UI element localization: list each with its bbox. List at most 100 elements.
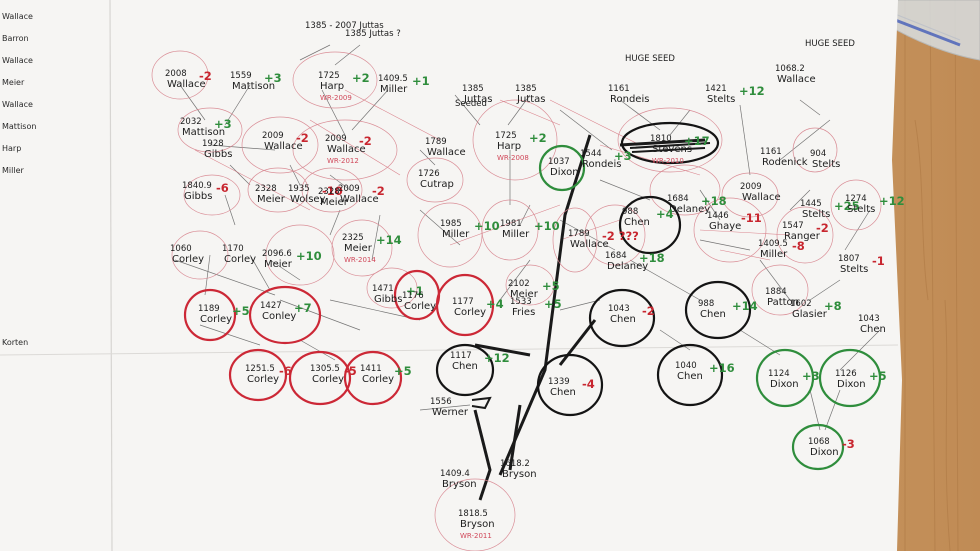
rating-change: +4 <box>656 207 674 221</box>
rating-change: -2 <box>642 304 655 318</box>
player-rating: 1544 <box>580 149 602 159</box>
margin-name: Harp <box>2 144 22 153</box>
player-name: Chen <box>700 309 726 320</box>
rating-change: -5 <box>344 364 357 378</box>
player-name: Meier <box>510 289 538 300</box>
player-name: Dixon <box>550 167 579 178</box>
player-rating: 1935 <box>288 184 310 194</box>
player-name: Stelts <box>847 204 876 215</box>
player-rating: 1445 <box>800 199 822 209</box>
green-circles <box>538 144 882 471</box>
bold-black-lines <box>473 134 706 501</box>
player-name: Stelts <box>812 159 841 170</box>
player-name: Glasier <box>792 309 827 320</box>
rating-change: +10 <box>474 219 500 233</box>
rating-change: +25 <box>834 199 860 213</box>
player-name: Chen <box>860 324 886 335</box>
rating-change: +10 <box>296 249 322 263</box>
margin-name: Wallace <box>2 56 33 65</box>
rating-change: +5 <box>869 369 887 383</box>
rating-change: +1 <box>406 284 424 298</box>
player-rating: 1305.5 <box>310 364 340 374</box>
rating-change: +1 <box>412 74 430 88</box>
rating-change: -8 <box>792 239 805 253</box>
player-name: Miller <box>760 249 788 260</box>
player-name: Miller <box>442 229 470 240</box>
player-name: Stelts <box>707 94 736 105</box>
player-rating: 1040 <box>675 361 697 371</box>
player-rating: 2102 <box>508 279 530 289</box>
player-name: Conley <box>262 311 297 322</box>
player-rating: 1117 <box>450 351 472 361</box>
player-name: Cutrap <box>420 179 454 190</box>
top-note: 1385 - 2007 Juttas <box>305 21 384 31</box>
rating-change: +17 <box>684 134 710 148</box>
player-name: Miller <box>380 84 408 95</box>
rating-change: -2 <box>199 69 212 83</box>
player-rating: 1068.2 <box>775 64 805 74</box>
player-name: Rondeis <box>610 94 650 105</box>
player-rating: 1556 <box>430 397 452 407</box>
player-rating: 2009 <box>338 184 360 194</box>
rating-change: +5 <box>232 304 250 318</box>
rating-change: +7 <box>294 301 312 315</box>
player-rating: 1126 <box>835 369 857 379</box>
rating-change: +10 <box>534 219 560 233</box>
player-name: Wallace <box>777 74 816 85</box>
player-rating: 1684 <box>605 251 627 261</box>
player-name: Delaney <box>669 204 711 215</box>
rating-change: -11 <box>741 211 762 225</box>
player-name: Patton <box>767 297 800 308</box>
rating-change: -2 <box>296 131 309 145</box>
player-rating: 2009 <box>325 134 347 144</box>
margin-name: Barron <box>2 34 29 43</box>
player-rating: 1725 <box>495 131 517 141</box>
player-rating: 1037 <box>548 157 570 167</box>
player-rating: 1810 <box>650 134 672 144</box>
player-rating: 1385 <box>462 84 484 94</box>
margin-name: Korten <box>2 338 29 347</box>
rating-change: +12 <box>739 84 765 98</box>
record-note: WR-2009 <box>320 94 352 102</box>
rating-change: -10 <box>322 184 343 198</box>
player-rating: 1818.5 <box>458 509 488 519</box>
player-rating: 1789 <box>425 137 447 147</box>
player-name: Rodenick <box>762 157 808 168</box>
rating-change: -2 ??? <box>602 229 639 243</box>
rating-change: +12 <box>484 351 510 365</box>
margin-name: Meier <box>2 78 25 87</box>
player-name: Wallace <box>264 141 303 152</box>
player-rating: 1189 <box>198 304 220 314</box>
player-name: Dixon <box>770 379 799 390</box>
top-note: HUGE SEED <box>805 39 855 49</box>
player-rating: 1339 <box>548 377 570 387</box>
player-rating: 904 <box>810 149 827 159</box>
bracket-lines <box>174 44 881 431</box>
top-note: 1385 Juttas ? <box>345 29 401 39</box>
player-rating: 2096.6 <box>262 249 292 259</box>
black-circles <box>435 121 752 417</box>
rating-change: +5 <box>544 297 562 311</box>
player-name: Bryson <box>460 519 495 530</box>
player-rating: 2032 <box>180 117 202 127</box>
player-name: Mattison <box>232 81 276 92</box>
rating-change: -6 <box>279 364 292 378</box>
rating-change: +8 <box>824 299 842 313</box>
player-rating: 1409.5 <box>378 74 408 84</box>
player-name: Chen <box>610 314 636 325</box>
player-name: Wallace <box>427 147 466 158</box>
player-rating: 1547 <box>782 221 804 231</box>
player-rating: 2325 <box>342 233 364 243</box>
pencil-circles <box>151 50 882 551</box>
player-rating: 2328 <box>255 184 277 194</box>
player-name: Juttas <box>517 94 546 105</box>
player-rating: 1684 <box>667 194 689 204</box>
player-name: Werner <box>432 407 468 418</box>
player-name: Ghaye <box>709 221 742 232</box>
player-name: Stevens <box>652 144 693 155</box>
record-note: WR-2011 <box>460 532 492 540</box>
rating-change: +3 <box>802 369 820 383</box>
player-rating: 1884 <box>765 287 787 297</box>
player-rating: 1060 <box>170 244 192 254</box>
player-rating: 1385 <box>515 84 537 94</box>
